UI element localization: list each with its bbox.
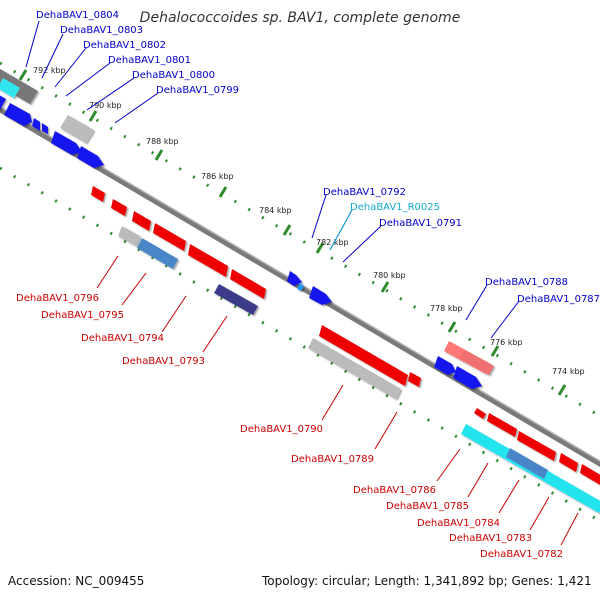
gene-0800-bar[interactable]: [42, 123, 48, 134]
gene-label-0791[interactable]: DehaBAV1_0791: [379, 218, 462, 229]
kbp-label: 780 kbp: [373, 271, 406, 280]
gene-0783-blue-bar[interactable]: [506, 448, 548, 479]
reverse-features: [91, 186, 600, 513]
map-title: Dehalococcoides sp. BAV1, complete genom…: [139, 10, 461, 26]
gene-label-0804[interactable]: DehaBAV1_0804: [36, 10, 119, 21]
gene-0798-bar[interactable]: [51, 131, 82, 155]
gene-0789b-bar[interactable]: [408, 372, 421, 387]
gene-0797-bar[interactable]: [77, 146, 104, 168]
accession-text: Accession: NC_009455: [8, 574, 145, 588]
gene-0789-bar[interactable]: [308, 338, 401, 399]
gene-label-r0025[interactable]: DehaBAV1_R0025: [350, 202, 440, 213]
gene-0801-bar[interactable]: [0, 92, 6, 110]
gene-label-0801[interactable]: DehaBAV1_0801: [108, 55, 191, 66]
gene-0794-bar[interactable]: [132, 211, 151, 231]
kbp-label: 788 kbp: [146, 137, 179, 146]
gene-label-0789[interactable]: DehaBAV1_0789: [291, 454, 374, 465]
gene-0783-bar[interactable]: [580, 464, 600, 486]
bottom-leader-lines: [96, 255, 579, 546]
gene-0793-navy-bar[interactable]: [214, 284, 258, 315]
gene-0787-bar[interactable]: [453, 366, 482, 389]
kbp-label: 786 kbp: [201, 172, 234, 181]
gene-label-0794[interactable]: DehaBAV1_0794: [81, 333, 164, 344]
kbp-label: 782 kbp: [316, 238, 349, 247]
outer-tick-track: [0, 61, 600, 418]
kbp-label: 774 kbp: [552, 367, 585, 376]
gene-0787-pink-bar[interactable]: [460, 350, 494, 375]
gene-label-0787[interactable]: DehaBAV1_0787: [517, 294, 600, 305]
gene-0802-bar[interactable]: [4, 103, 32, 126]
gene-0793b-bar[interactable]: [188, 244, 228, 277]
gene-label-0782[interactable]: DehaBAV1_0782: [480, 549, 563, 560]
kbp-label: 776 kbp: [490, 338, 523, 347]
gene-label-0803[interactable]: DehaBAV1_0803: [60, 25, 143, 36]
gene-0791-bar[interactable]: [309, 286, 332, 305]
kbp-ticks: [18, 69, 567, 396]
gene-0793a-bar[interactable]: [153, 223, 186, 251]
gene-0793c-bar[interactable]: [230, 269, 266, 299]
gene-label-0790[interactable]: DehaBAV1_0790: [240, 424, 323, 435]
gene-0795-grey-bar[interactable]: [118, 226, 140, 246]
gene-0786-bar[interactable]: [487, 413, 517, 437]
gene-label-0784[interactable]: DehaBAV1_0784: [417, 518, 500, 529]
gene-0795-bar[interactable]: [111, 199, 127, 216]
rna-feature-bar[interactable]: [0, 78, 20, 98]
kbp-label: 790 kbp: [89, 101, 122, 110]
gene-label-0796[interactable]: DehaBAV1_0796: [16, 293, 99, 304]
gene-label-0799[interactable]: DehaBAV1_0799: [156, 85, 239, 96]
gene-0803-bar[interactable]: [32, 118, 40, 131]
gene-label-0783[interactable]: DehaBAV1_0783: [449, 533, 532, 544]
gene-0786a-bar[interactable]: [474, 408, 486, 419]
gene-label-0788[interactable]: DehaBAV1_0788: [485, 277, 568, 288]
gene-0796-bar[interactable]: [91, 186, 105, 202]
topology-text: Topology: circular; Length: 1,341,892 bp…: [262, 574, 592, 588]
kbp-label: 778 kbp: [430, 304, 463, 313]
top-leader-lines: [25, 20, 520, 339]
gene-0785-bar[interactable]: [517, 431, 556, 461]
rna-leader-line: [329, 209, 353, 251]
gene-label-0785[interactable]: DehaBAV1_0785: [386, 501, 469, 512]
gene-0790-bar[interactable]: [319, 325, 408, 386]
forward-features: [0, 66, 494, 389]
gene-label-0793[interactable]: DehaBAV1_0793: [122, 356, 205, 367]
gene-0794-blue-bar[interactable]: [137, 238, 178, 269]
gene-label-0792[interactable]: DehaBAV1_0792: [323, 187, 406, 198]
gene-0792-bar[interactable]: [287, 271, 302, 286]
rna-r0025-bar[interactable]: [297, 283, 304, 291]
gene-0784-bar[interactable]: [559, 453, 578, 472]
gene-0804-bar[interactable]: [0, 66, 38, 104]
kbp-label: 784 kbp: [259, 206, 292, 215]
gene-label-0786[interactable]: DehaBAV1_0786: [353, 485, 436, 496]
gene-label-0800[interactable]: DehaBAV1_0800: [132, 70, 215, 81]
gene-label-0802[interactable]: DehaBAV1_0802: [83, 40, 166, 51]
kbp-label: 792 kbp: [33, 66, 66, 75]
gene-0799-bar[interactable]: [60, 115, 94, 143]
gene-label-0795[interactable]: DehaBAV1_0795: [41, 310, 124, 321]
gene-0788-bar[interactable]: [434, 356, 456, 375]
